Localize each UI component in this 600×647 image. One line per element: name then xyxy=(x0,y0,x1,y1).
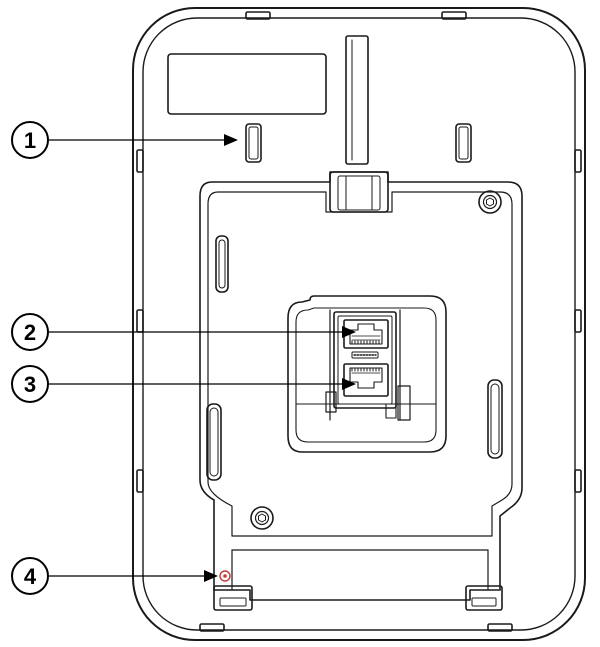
leader-arrow-4 xyxy=(204,570,218,582)
callout-3: 3 xyxy=(11,365,49,403)
leader-arrow-1 xyxy=(224,134,238,146)
callout-label-1: 1 xyxy=(24,128,36,153)
port-module xyxy=(325,309,411,421)
mounting-plate xyxy=(199,171,523,601)
top-latch xyxy=(329,171,389,213)
top-rail xyxy=(345,35,369,165)
port-label-strip xyxy=(351,351,379,359)
ethernet-port-lower xyxy=(343,363,389,397)
device-housing xyxy=(132,7,586,641)
label-area xyxy=(167,53,327,115)
callout-label-2: 2 xyxy=(24,320,36,345)
callout-1: 1 xyxy=(11,121,49,159)
callout-label-3: 3 xyxy=(24,372,36,397)
leader-arrow-3 xyxy=(342,378,356,390)
callout-2: 2 xyxy=(11,313,49,351)
ethernet-port-upper xyxy=(343,319,389,349)
callout-4: 4 xyxy=(11,557,49,595)
wall-mount-slot-right xyxy=(455,123,472,163)
plate-slot-right xyxy=(487,379,503,459)
wall-mount-slot xyxy=(245,123,262,163)
plate-slot-left-upper xyxy=(215,235,229,293)
reset-indicator xyxy=(219,570,231,582)
foot-left xyxy=(213,585,253,611)
screw-bottom-left xyxy=(250,506,274,530)
plate-slot-left-lower xyxy=(206,403,222,481)
leader-arrow-2 xyxy=(342,326,356,338)
screw-top-right xyxy=(478,190,502,214)
callout-label-4: 4 xyxy=(24,564,37,589)
callout-leaders xyxy=(47,134,356,582)
foot-right xyxy=(465,585,503,611)
